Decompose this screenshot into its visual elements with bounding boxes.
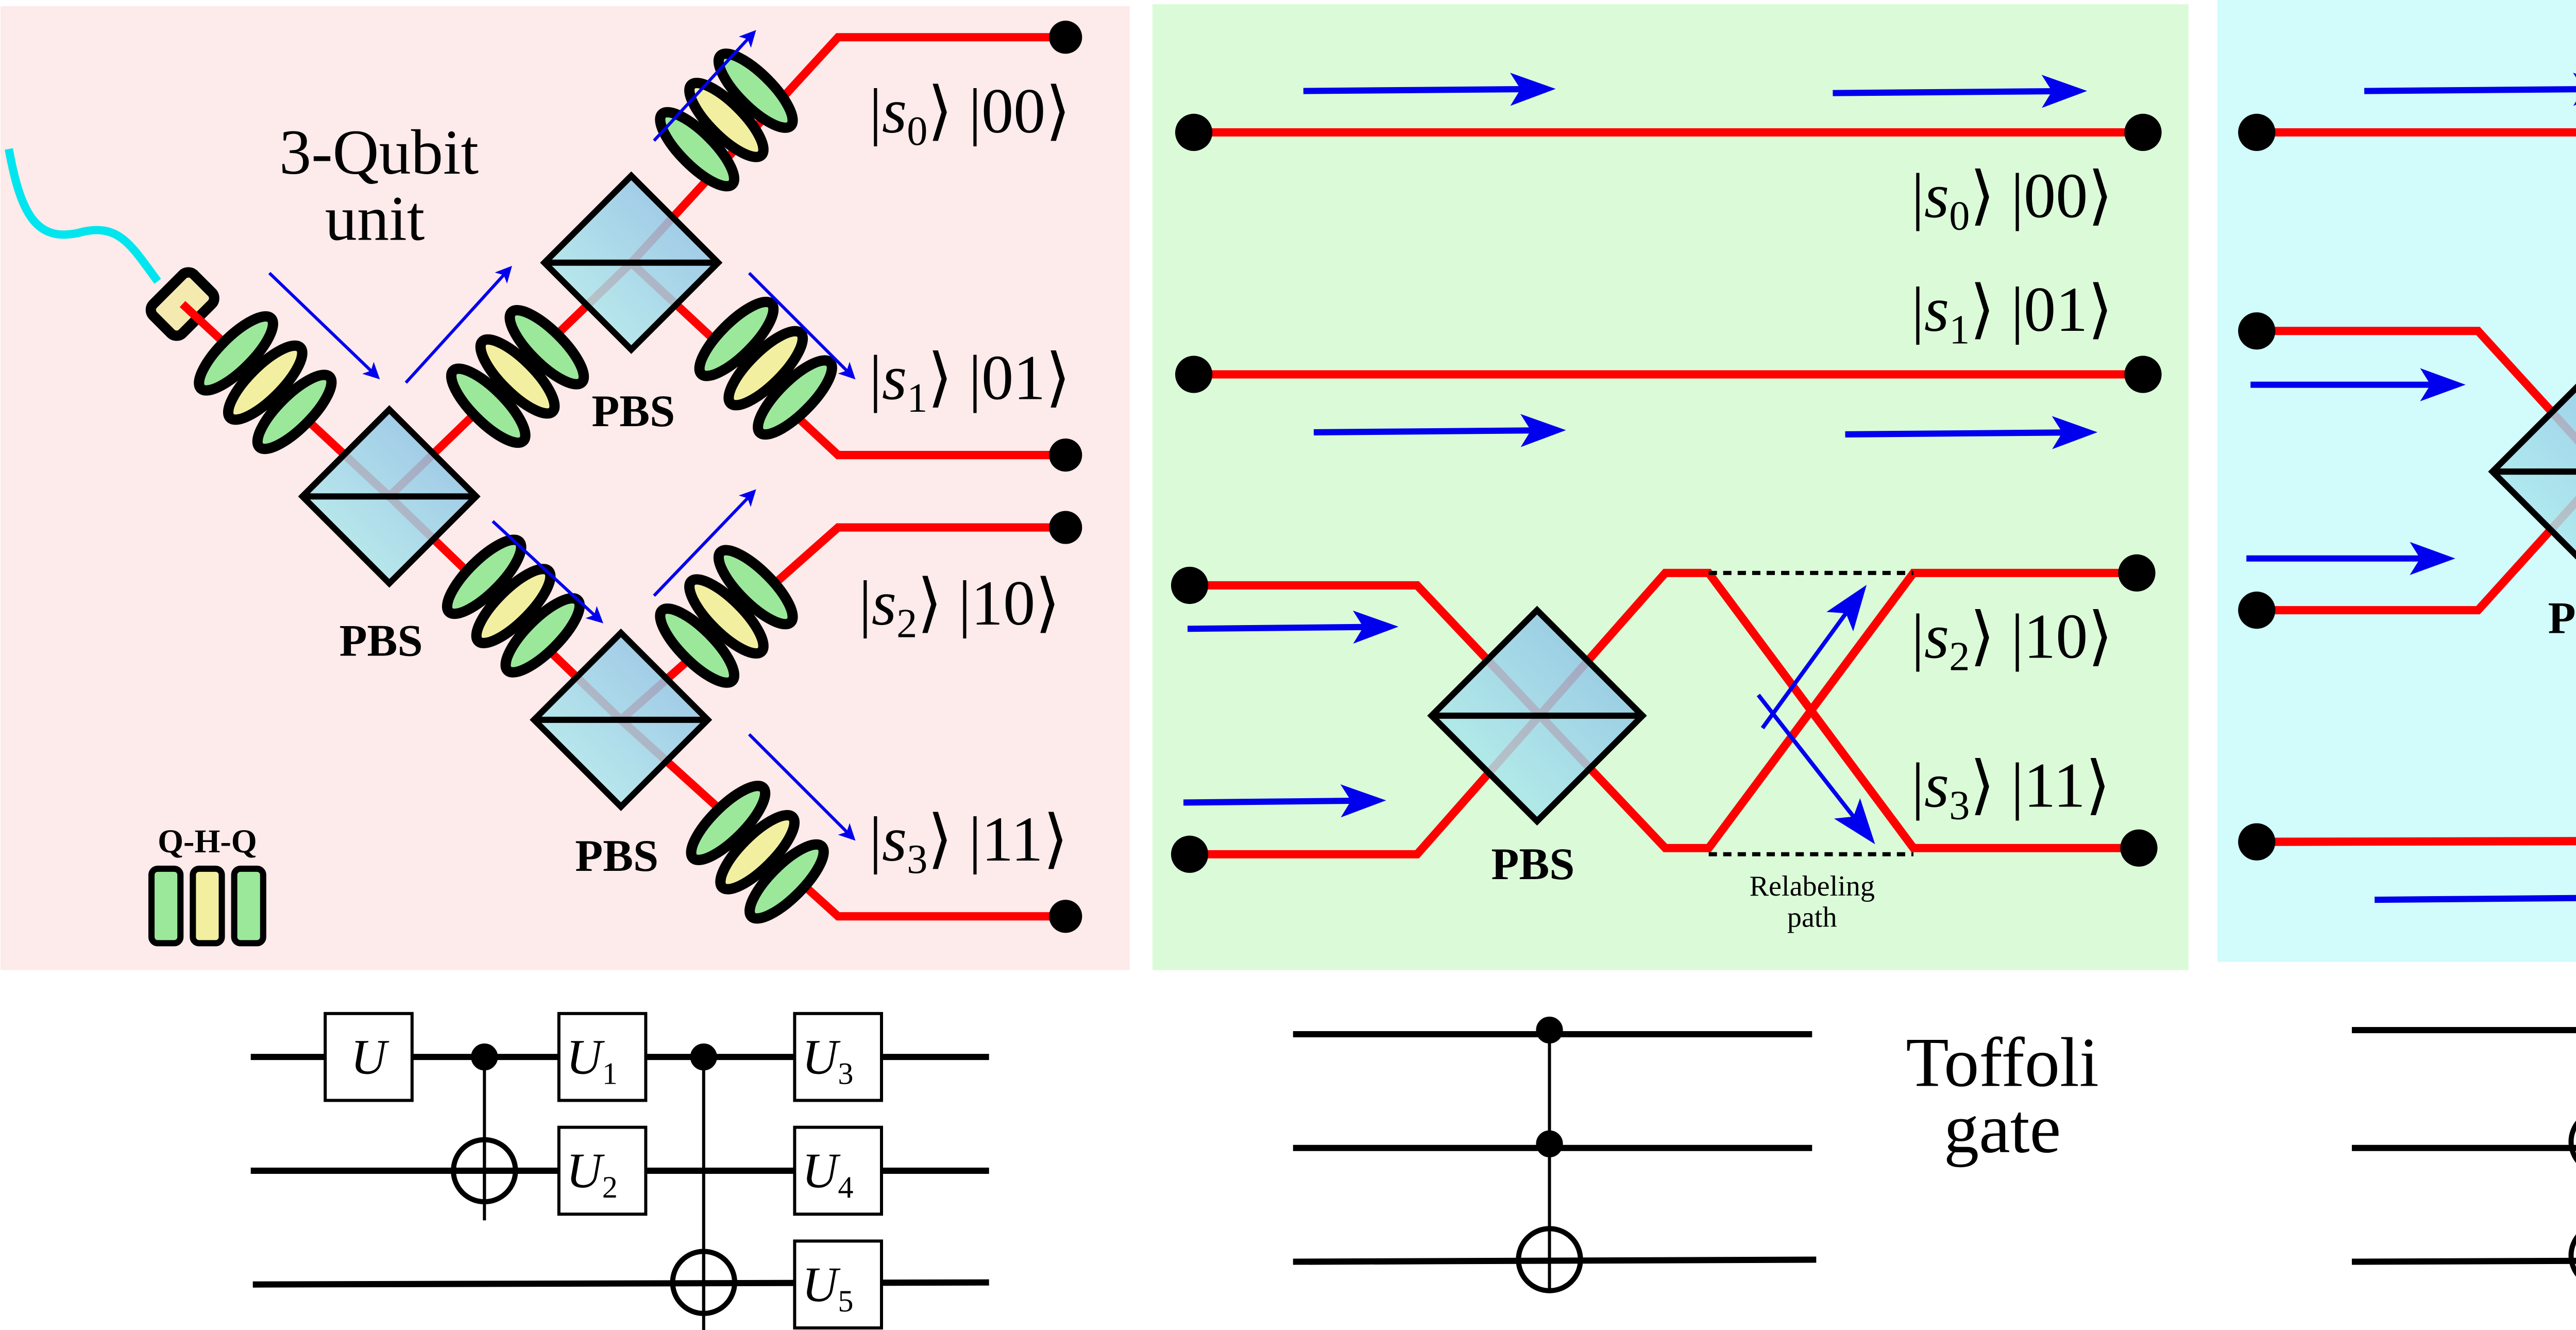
state-ket-label: |s0⟩ |00⟩ bbox=[1911, 160, 2113, 239]
propagation-arrows-c bbox=[2246, 73, 2576, 903]
unitary-gate-box: U5 bbox=[793, 1239, 883, 1329]
pbs-cube-c bbox=[2488, 383, 2576, 560]
unitary-gate-box: U1 bbox=[557, 1012, 648, 1102]
qhq-waveplate-icon bbox=[686, 781, 829, 924]
pbs-label: PBS bbox=[591, 386, 675, 436]
state-ket-label: |s3⟩ |11⟩ bbox=[869, 803, 1068, 882]
state-ket-label: |s1⟩ |01⟩ bbox=[1911, 274, 2113, 352]
waveplate-legend-icon bbox=[148, 865, 266, 947]
unitary-gate-box: U4 bbox=[793, 1125, 883, 1216]
crossing-arrows-b bbox=[1756, 585, 1875, 845]
pbs-label: PBS bbox=[1491, 839, 1574, 889]
toffoli-label-line1: Toffoli bbox=[1906, 1023, 2099, 1101]
pbs-cube-2 bbox=[540, 171, 723, 354]
waveplate-legend-label: Q-H-Q bbox=[158, 823, 257, 860]
nodes-c bbox=[2238, 113, 2276, 861]
nodes-b bbox=[1171, 113, 2162, 873]
state-ket-label: |s2⟩ |10⟩ bbox=[1911, 600, 2113, 679]
panel-b-toffoli-optics: PBS Relabeling path |s0⟩ |00⟩ |s1⟩ |01⟩ |s… bbox=[1152, 4, 2189, 970]
state-ket-label: |s1⟩ |01⟩ bbox=[869, 342, 1071, 421]
unitary-gate-box: U2 bbox=[557, 1125, 648, 1216]
qhq-waveplate-icon bbox=[442, 534, 585, 678]
state-ket-label: |s3⟩ |11⟩ bbox=[1911, 749, 2110, 828]
fredkin-target-icon bbox=[2568, 1234, 2576, 1277]
fredkin-target-icon bbox=[2568, 1120, 2576, 1163]
qhq-waveplate-icon bbox=[655, 545, 798, 688]
relabel-dashes-b bbox=[1708, 570, 1913, 856]
qubit-wire bbox=[1293, 1256, 1817, 1265]
propagation-arrows-b bbox=[1183, 73, 2098, 818]
pbs-label: PBS bbox=[2548, 593, 2576, 643]
state-ket-label: |s0⟩ |00⟩ bbox=[869, 75, 1071, 154]
pbs-label: PBS bbox=[340, 615, 423, 666]
qubit-wire bbox=[2351, 1257, 2576, 1265]
beam-paths-c bbox=[2255, 128, 2576, 846]
control-dot bbox=[690, 1043, 717, 1071]
qhq-waveplate-icon bbox=[694, 296, 837, 440]
svg-text:U1: U1 bbox=[566, 1029, 618, 1091]
pbs-label: PBS bbox=[575, 831, 658, 881]
control-dot bbox=[471, 1043, 498, 1071]
pbs-cube-1 bbox=[298, 405, 481, 588]
output-nodes-a bbox=[1049, 21, 1082, 933]
qhq-waveplate-icon bbox=[655, 48, 798, 192]
unit-title-line1: 3-Qubit bbox=[279, 116, 479, 188]
state-ket-label: |s2⟩ |10⟩ bbox=[859, 567, 1060, 646]
relabel-label-line2: path bbox=[1787, 901, 1837, 933]
control-dot bbox=[1536, 1016, 1563, 1044]
panel-b-background bbox=[1152, 4, 2189, 970]
svg-text:U: U bbox=[351, 1029, 389, 1084]
svg-text:U2: U2 bbox=[566, 1143, 618, 1205]
unitary-gate-box: U bbox=[324, 1012, 414, 1102]
panel-a-background bbox=[1, 6, 1130, 970]
panel-c-fredkin-optics: PBS Relabeling path |s0⟩ |00⟩|s1⟩ |01⟩|s… bbox=[2217, 0, 2576, 962]
qhq-waveplate-icon bbox=[194, 311, 337, 454]
control-dot bbox=[1536, 1130, 1563, 1157]
fiber-icon bbox=[5, 148, 161, 284]
propagation-arrows-a bbox=[268, 30, 856, 841]
beam-paths-b bbox=[1194, 128, 2141, 858]
pbs-cube-b bbox=[1427, 605, 1647, 826]
relabel-label-line1: Relabeling bbox=[1750, 870, 1875, 902]
waveplate-groups bbox=[194, 48, 837, 924]
pbs-cube-3 bbox=[530, 628, 713, 811]
toffoli-label-line2: gate bbox=[1944, 1089, 2061, 1168]
unitary-gate-box: U3 bbox=[793, 1012, 883, 1102]
toffoli-target-icon bbox=[1516, 1226, 1583, 1293]
unit-title-line2: unit bbox=[325, 183, 425, 254]
qhq-waveplate-icon bbox=[446, 305, 589, 448]
circuit-c-fredkin bbox=[2351, 1026, 2576, 1277]
circuit-b-toffoli bbox=[1293, 1016, 1817, 1293]
panel-a-3qubit-unit: 3-Qubit unit PBS PBS PBS |s0⟩ |00⟩ |s1⟩ |… bbox=[1, 6, 1130, 970]
